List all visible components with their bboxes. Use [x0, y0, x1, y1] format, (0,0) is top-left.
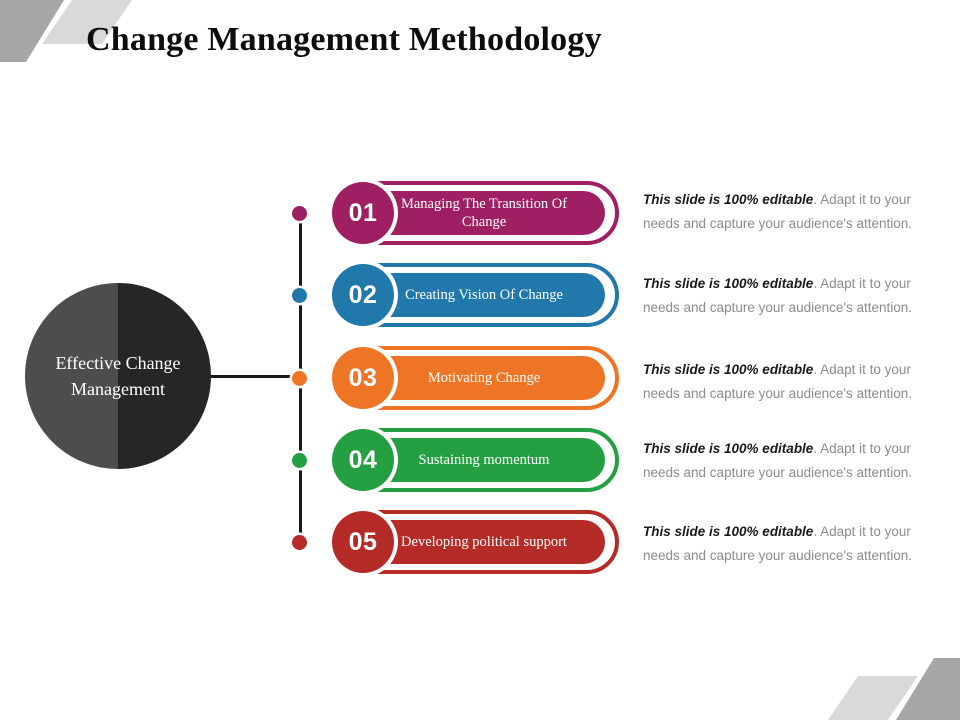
step-description-rest: . Adapt it to your needs and capture you… [643, 362, 913, 401]
step-description: This slide is 100% editable. Adapt it to… [643, 520, 931, 567]
step-label: Developing political support [401, 533, 567, 550]
step-number-badge[interactable]: 02 [332, 264, 394, 326]
step-label: Sustaining momentum [418, 451, 550, 468]
step-number: 01 [348, 198, 378, 227]
spine-bullet-icon [292, 206, 307, 221]
step-label: Motivating Change [427, 369, 541, 386]
step-description-rest: . Adapt it to your needs and capture you… [643, 441, 913, 480]
step-description-emphasis: This slide is 100% editable [643, 524, 814, 539]
step-number: 04 [348, 445, 378, 474]
step-description-emphasis: This slide is 100% editable [643, 192, 814, 207]
step-label: Managing The Transition Of Change [400, 195, 568, 230]
spine-bullet-icon [292, 453, 307, 468]
step-number-badge[interactable]: 04 [332, 429, 394, 491]
step-description-rest: . Adapt it to your needs and capture you… [643, 192, 913, 231]
corner-decoration-bottom-right-light [828, 676, 918, 720]
step-description-emphasis: This slide is 100% editable [643, 276, 814, 291]
step-number: 03 [348, 363, 378, 392]
page-title: Change Management Methodology [86, 21, 602, 58]
step-number-badge[interactable]: 01 [332, 182, 394, 244]
step-description-rest: . Adapt it to your needs and capture you… [643, 276, 913, 315]
step-number-badge[interactable]: 03 [332, 347, 394, 409]
step-row: Creating Vision Of Change 02 [0, 254, 960, 336]
step-description-rest: . Adapt it to your needs and capture you… [643, 524, 913, 563]
step-number-badge[interactable]: 05 [332, 511, 394, 573]
step-row: Motivating Change 03 [0, 337, 960, 419]
step-description: This slide is 100% editable. Adapt it to… [643, 358, 931, 405]
step-row: Managing The Transition Of Change 01 [0, 172, 960, 254]
step-description: This slide is 100% editable. Adapt it to… [643, 188, 931, 235]
step-description: This slide is 100% editable. Adapt it to… [643, 437, 931, 484]
spine-bullet-icon [292, 535, 307, 550]
step-description-emphasis: This slide is 100% editable [643, 362, 814, 377]
corner-decoration-top-left-dark [0, 0, 64, 62]
step-number: 02 [348, 280, 378, 309]
step-row: Sustaining momentum 04 [0, 419, 960, 501]
spine-bullet-icon [292, 288, 307, 303]
hub-label: Effective Change Management [55, 352, 181, 399]
hub-circle: Effective Change Management [25, 283, 211, 469]
step-label: Creating Vision Of Change [405, 286, 563, 303]
step-description-emphasis: This slide is 100% editable [643, 441, 814, 456]
spine-bullet-icon [292, 371, 307, 386]
corner-decoration-bottom-right-dark [896, 658, 960, 720]
step-row: Developing political support 05 [0, 501, 960, 583]
step-number: 05 [348, 527, 378, 556]
step-description: This slide is 100% editable. Adapt it to… [643, 272, 931, 319]
hub-connector-line [211, 375, 303, 378]
